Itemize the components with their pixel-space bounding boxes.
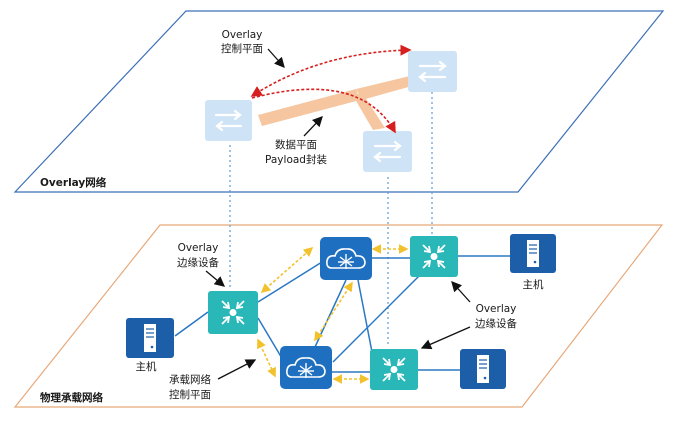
host-label-left: 主机 bbox=[136, 360, 157, 373]
cloud-router-top bbox=[320, 237, 372, 280]
edge-device-bottom-right bbox=[370, 349, 418, 390]
underlay-control-pointer bbox=[217, 359, 257, 380]
overlay-control-pointer bbox=[267, 48, 285, 68]
underlay-control-label-1: 承载网络 bbox=[169, 373, 211, 386]
edge-label-left-1: Overlay bbox=[178, 242, 219, 254]
overlay-control-label-2: 控制平面 bbox=[221, 42, 263, 55]
data-plane-pointer bbox=[303, 116, 323, 137]
physical-plane-title: 物理承载网络 bbox=[40, 391, 103, 404]
host-server-left bbox=[126, 318, 174, 358]
overlay-switch-left bbox=[205, 100, 252, 141]
overlay-switch-middle bbox=[363, 131, 412, 172]
host-label-right: 主机 bbox=[523, 278, 544, 291]
edge-right-pointer-bottom bbox=[420, 326, 471, 350]
host-server-top-right bbox=[510, 234, 556, 273]
overlay-control-label-1: Overlay bbox=[222, 29, 263, 41]
vertical-connectors bbox=[229, 92, 433, 345]
underlay-control-arrows bbox=[257, 244, 409, 384]
data-plane-label-2: Payload封装 bbox=[265, 153, 327, 166]
edge-label-right-2: 边缘设备 bbox=[475, 317, 517, 330]
edge-device-top-right bbox=[410, 236, 458, 277]
edge-device-left bbox=[208, 291, 258, 334]
overlay-plane-title: Overlay网络 bbox=[40, 176, 107, 189]
cloud-router-bottom bbox=[280, 346, 332, 389]
underlay-control-label-2: 控制平面 bbox=[169, 388, 211, 401]
edge-left-pointer bbox=[205, 270, 225, 287]
edge-label-right-1: Overlay bbox=[476, 303, 517, 315]
overlay-switch-top-right bbox=[408, 51, 457, 92]
edge-right-pointer-top bbox=[451, 281, 471, 303]
data-plane-label-1: 数据平面 bbox=[275, 138, 317, 151]
edge-label-left-2: 边缘设备 bbox=[177, 256, 219, 269]
overlay-control-arrows bbox=[250, 44, 412, 134]
host-server-bottom-right bbox=[460, 349, 506, 389]
